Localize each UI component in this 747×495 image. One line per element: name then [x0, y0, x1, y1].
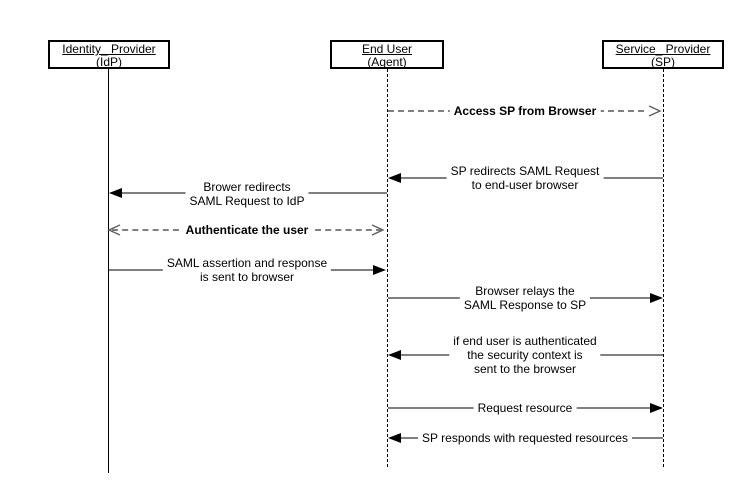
actor-box-identity-provider: Identity_ Provider (IdP): [48, 40, 170, 69]
label-line: Request resource: [477, 401, 573, 415]
message-label: Authenticate the user: [181, 223, 313, 237]
lifeline-end-user: [387, 69, 388, 467]
label-line: SAML Response to SP: [463, 298, 587, 312]
message-label: SAML assertion and response is sent to b…: [162, 256, 332, 284]
message-label: Access SP from Browser: [449, 104, 601, 118]
filled-arrowhead-right-icon: [650, 293, 663, 303]
label-line: sent to the browser: [473, 362, 577, 376]
actor-box-end-user: End User (Agent): [330, 40, 444, 69]
actor-name: Service_ Provider: [615, 42, 711, 56]
label-line: SP responds with requested resources: [422, 431, 628, 445]
label-line: SP redirects SAML Request: [450, 164, 600, 178]
label-line: is sent to browser: [199, 270, 295, 284]
message-label: if end user is authenticated the securit…: [449, 334, 601, 376]
actor-name: Identity_ Provider: [62, 42, 156, 56]
label-line: SAML Request to IdP: [189, 194, 305, 208]
label-line: Access SP from Browser: [453, 104, 597, 118]
label-line: Browser relays the: [475, 284, 575, 298]
lifeline-identity-provider: [108, 69, 109, 473]
message-label: Browser relays the SAML Response to SP: [459, 284, 591, 312]
actor-name: End User: [361, 42, 413, 56]
filled-arrowhead-right-icon: [373, 265, 386, 275]
actor-subname: (Agent): [367, 55, 407, 69]
message-label: Request resource: [473, 401, 577, 415]
label-line: to end-user browser: [471, 178, 579, 192]
open-arrowhead-right-icon: [371, 224, 385, 236]
label-line: Authenticate the user: [185, 223, 309, 237]
label-line: the security context is: [467, 348, 583, 362]
filled-arrowhead-left-icon: [109, 188, 122, 198]
open-arrowhead-right-icon: [648, 105, 662, 117]
open-arrowhead-left-icon: [107, 224, 121, 236]
actor-subname: (IdP): [95, 55, 122, 69]
label-line: Brower redirects: [203, 180, 291, 194]
lifeline-service-provider: [663, 69, 664, 467]
message-label: SP responds with requested resources: [418, 431, 632, 445]
label-line: SAML assertion and response: [166, 256, 328, 270]
actor-box-service-provider: Service_ Provider (SP): [602, 40, 724, 69]
actor-subname: (SP): [651, 55, 675, 69]
filled-arrowhead-left-icon: [388, 433, 401, 443]
message-label: Brower redirects SAML Request to IdP: [185, 180, 309, 208]
filled-arrowhead-right-icon: [650, 403, 663, 413]
label-line: if end user is authenticated: [453, 334, 597, 348]
filled-arrowhead-left-icon: [388, 173, 401, 183]
message-label: SP redirects SAML Request to end-user br…: [446, 164, 604, 192]
filled-arrowhead-left-icon: [388, 350, 401, 360]
